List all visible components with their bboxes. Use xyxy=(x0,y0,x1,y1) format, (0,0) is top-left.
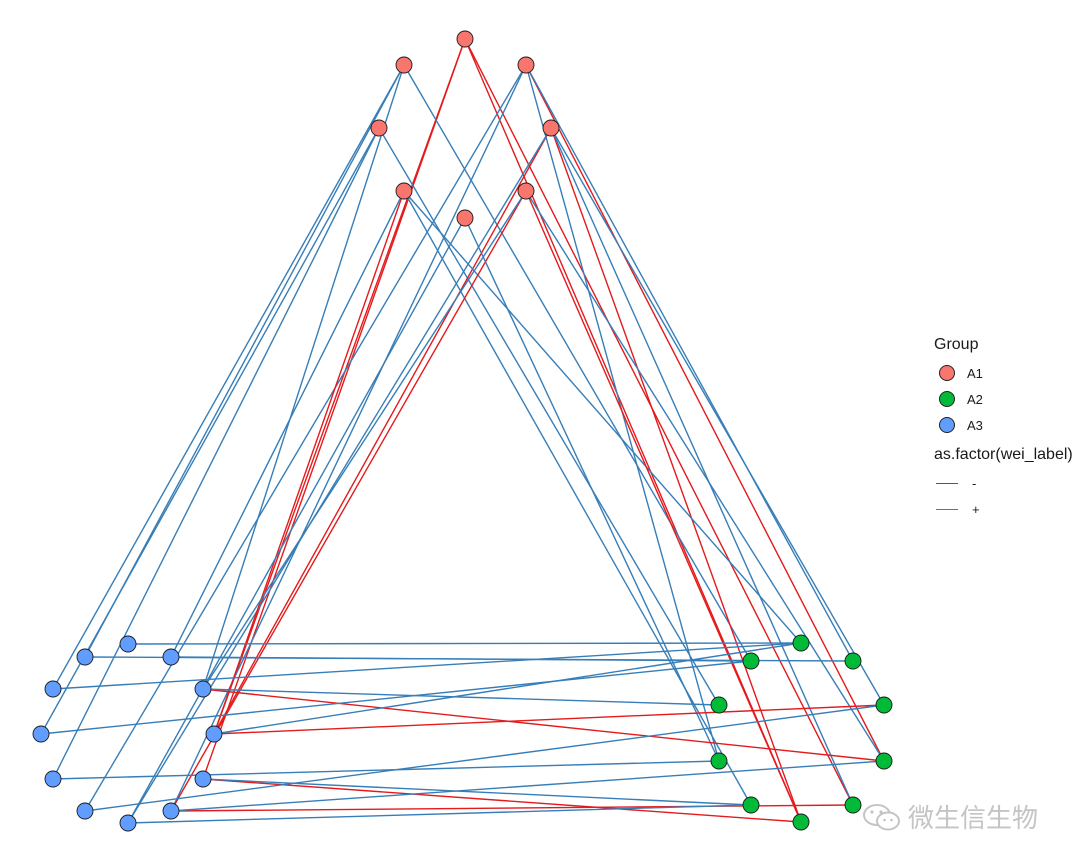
node-a3-12 xyxy=(119,814,137,832)
node-a2-10 xyxy=(792,813,810,831)
node-a2-7 xyxy=(875,752,893,770)
edge-positive xyxy=(202,778,752,806)
edge-positive xyxy=(403,190,752,806)
legend-group-title: Group xyxy=(934,336,979,353)
node-a2-5 xyxy=(875,696,893,714)
node-a1-6 xyxy=(395,182,413,200)
edge-negative xyxy=(213,190,405,735)
legend-swatch-a1 xyxy=(939,365,955,381)
node-a2-6 xyxy=(710,752,728,770)
legend: Group A1 A2 A3 as.factor(wei_label) - + xyxy=(934,336,1073,522)
edge-positive xyxy=(464,217,720,762)
wechat-icon xyxy=(863,803,900,830)
node-a2-8 xyxy=(742,796,760,814)
node-a1-1 xyxy=(456,30,474,48)
edge-positive xyxy=(170,656,752,662)
edge-positive xyxy=(550,127,885,706)
edge-negative xyxy=(525,64,885,762)
edge-positive xyxy=(525,64,854,662)
node-a1-2 xyxy=(395,56,413,74)
edge-positive xyxy=(127,217,466,824)
edge-positive xyxy=(40,127,380,735)
edge-positive xyxy=(40,660,752,735)
edge-negative xyxy=(202,688,885,762)
legend-label-negative: - xyxy=(972,475,977,491)
edge-positive xyxy=(52,642,802,690)
edge-negative xyxy=(464,38,854,806)
edge-positive xyxy=(84,704,885,812)
edge-positive xyxy=(403,64,752,662)
legend-swatch-a2 xyxy=(939,391,955,407)
legend-item-positive: + xyxy=(934,496,1073,522)
legend-label-a2: A2 xyxy=(967,391,983,407)
watermark: 微生信生物 xyxy=(862,798,1038,835)
node-a3-11 xyxy=(162,802,180,820)
watermark-text: 微生信生物 xyxy=(908,803,1039,833)
edges-layer xyxy=(40,38,885,824)
node-a3-1 xyxy=(119,635,137,653)
edge-positive xyxy=(84,64,405,658)
node-a3-8 xyxy=(44,770,62,788)
node-a2-4 xyxy=(710,696,728,714)
edge-positive xyxy=(378,127,720,706)
legend-label-a1: A1 xyxy=(967,365,983,381)
edge-positive xyxy=(170,760,885,812)
node-a1-7 xyxy=(517,182,535,200)
node-a3-4 xyxy=(44,680,62,698)
node-a3-7 xyxy=(205,725,223,743)
legend-swatch-a3 xyxy=(939,417,955,433)
node-a2-3 xyxy=(844,652,862,670)
legend-swatch-positive xyxy=(936,508,958,510)
edge-negative xyxy=(525,190,802,823)
legend-item-a2: A2 xyxy=(934,386,1073,412)
legend-edge-title: as.factor(wei_label) xyxy=(934,446,1073,463)
node-a3-6 xyxy=(32,725,50,743)
edge-negative xyxy=(550,127,802,823)
edge-negative xyxy=(464,38,802,823)
node-a2-9 xyxy=(844,796,862,814)
edge-positive xyxy=(52,64,405,690)
nodes-layer xyxy=(32,30,893,832)
legend-item-a3: A3 xyxy=(934,412,1073,438)
legend-label-positive: + xyxy=(972,501,980,517)
node-a1-3 xyxy=(517,56,535,74)
edge-negative xyxy=(170,190,527,812)
edge-positive xyxy=(170,190,405,658)
edge-positive xyxy=(202,64,405,690)
legend-item-a1: A1 xyxy=(934,360,1073,386)
edge-positive xyxy=(52,127,380,780)
edge-positive xyxy=(84,64,527,812)
node-a1-8 xyxy=(456,209,474,227)
edge-negative xyxy=(202,38,466,780)
node-a2-2 xyxy=(742,652,760,670)
edge-positive xyxy=(550,127,854,806)
edge-positive xyxy=(525,190,885,762)
node-a3-2 xyxy=(76,648,94,666)
edge-negative xyxy=(202,778,802,823)
legend-swatch-negative xyxy=(936,482,958,484)
edge-negative xyxy=(213,127,552,735)
edge-positive xyxy=(202,190,527,690)
node-a3-10 xyxy=(76,802,94,820)
edge-positive xyxy=(127,642,802,645)
node-a1-4 xyxy=(370,119,388,137)
edge-positive xyxy=(52,760,720,780)
edge-negative xyxy=(213,704,885,735)
node-a3-9 xyxy=(194,770,212,788)
edge-positive xyxy=(202,688,720,706)
edge-positive xyxy=(127,127,552,824)
legend-label-a3: A3 xyxy=(967,417,983,433)
edge-negative xyxy=(213,38,466,735)
node-a3-3 xyxy=(162,648,180,666)
node-a2-1 xyxy=(792,634,810,652)
edge-positive xyxy=(403,190,802,644)
node-a3-5 xyxy=(194,680,212,698)
node-a1-5 xyxy=(542,119,560,137)
edge-positive xyxy=(213,642,802,735)
legend-item-negative: - xyxy=(934,470,1073,496)
edge-positive xyxy=(127,804,752,824)
